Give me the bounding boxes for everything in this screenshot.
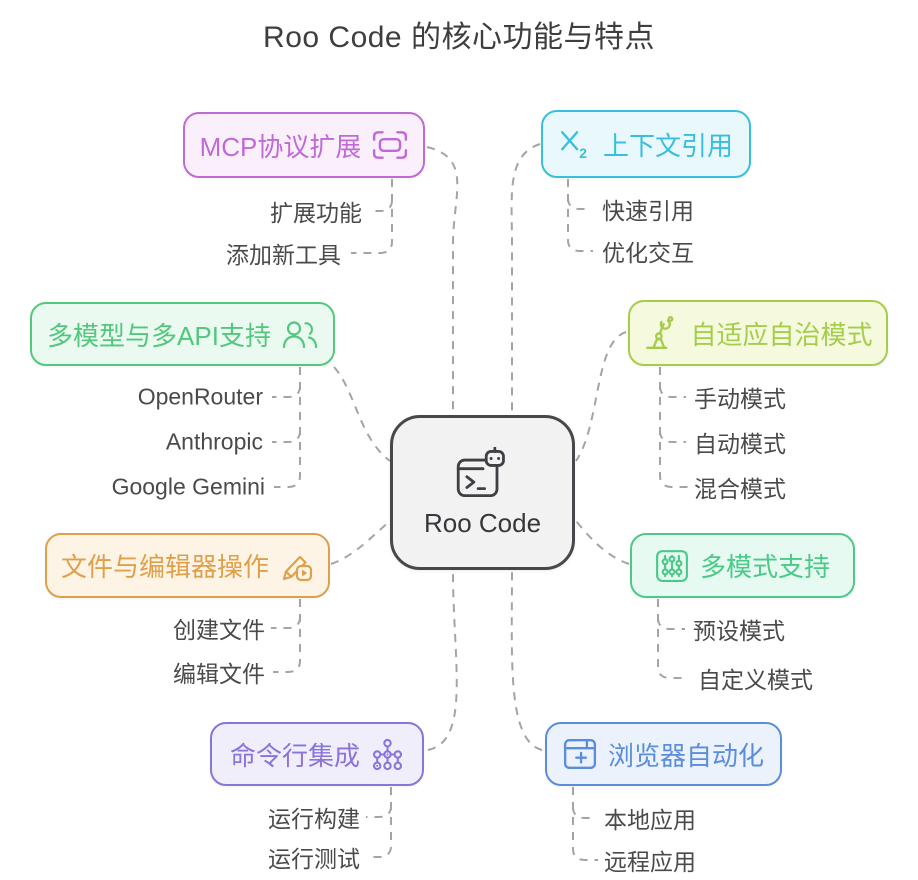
child-label: 扩展功能 xyxy=(270,200,362,226)
link-context-center xyxy=(510,143,541,413)
child-label: 添加新工具 xyxy=(226,242,341,268)
center-label: Roo Code xyxy=(423,507,542,538)
child-connector xyxy=(366,805,392,818)
child-label: 优化交互 xyxy=(602,240,694,266)
child-connector xyxy=(572,806,596,819)
edit-media-icon xyxy=(282,555,313,581)
child-label: 混合模式 xyxy=(694,476,786,502)
node-file-editor-ops: 文件与编辑器操作 xyxy=(45,533,330,598)
child-connector xyxy=(271,616,301,629)
child-label: 远程应用 xyxy=(604,849,696,875)
node-label: MCP协议扩展 xyxy=(199,131,362,162)
child-connector xyxy=(272,385,301,398)
child-label: 自定义模式 xyxy=(698,667,813,693)
link-adaptive-center xyxy=(575,331,627,462)
robot-arm-icon xyxy=(646,316,674,349)
terminal-robot-icon xyxy=(456,446,505,497)
link-files-center xyxy=(330,520,391,565)
node-context-reference: 2 上下文引用 xyxy=(541,110,751,178)
node-label: 多模式支持 xyxy=(699,552,830,582)
team-icon xyxy=(282,321,318,349)
link-browser-center xyxy=(510,571,543,751)
child-connector xyxy=(567,197,591,210)
child-connector xyxy=(274,367,301,488)
child-label: 手动模式 xyxy=(694,386,786,412)
child-label: 本地应用 xyxy=(604,807,696,833)
svg-text:2: 2 xyxy=(579,144,587,159)
node-label: 上下文引用 xyxy=(602,130,733,161)
browser-plus-icon xyxy=(563,739,597,769)
child-connector xyxy=(572,787,598,861)
node-multi-model-api: 多模型与多API支持 xyxy=(30,302,335,366)
child-connector xyxy=(272,430,301,443)
child-label: Google Gemini xyxy=(111,473,265,500)
node-mcp: MCP协议扩展 xyxy=(183,112,425,178)
child-label: 预设模式 xyxy=(693,618,785,644)
node-label: 多模型与多API支持 xyxy=(47,320,271,351)
child-connector xyxy=(657,617,685,630)
child-connector xyxy=(567,179,593,252)
node-browser-automation: 浏览器自动化 xyxy=(545,722,782,786)
node-cli-integration: 命令行集成 xyxy=(210,722,424,786)
subscript-icon: 2 xyxy=(561,130,587,160)
node-label: 文件与编辑器操作 xyxy=(60,552,269,582)
child-label: 创建文件 xyxy=(173,617,265,643)
node-multi-mode-support: 多模式支持 xyxy=(630,533,855,598)
child-label: OpenRouter xyxy=(137,383,263,410)
child-connector xyxy=(659,385,686,398)
node-roo-code-center: Roo Code xyxy=(390,415,575,570)
link-multiapi-center xyxy=(333,366,391,462)
node-label: 自适应自治模式 xyxy=(690,319,873,350)
node-adaptive-autonomy: 自适应自治模式 xyxy=(628,300,888,366)
node-label: 命令行集成 xyxy=(229,740,360,771)
child-connector xyxy=(659,367,688,488)
link-cli-center xyxy=(427,571,458,751)
child-label: 快速引用 xyxy=(602,198,694,224)
child-connector xyxy=(659,430,686,443)
child-connector xyxy=(273,599,301,673)
page-title: Roo Code 的核心功能与特点 xyxy=(263,21,655,54)
child-connector xyxy=(657,599,687,679)
link-mcp-center xyxy=(426,146,459,413)
node-label: 浏览器自动化 xyxy=(607,740,764,771)
link-multimode-center xyxy=(575,520,630,565)
child-label: 编辑文件 xyxy=(173,661,265,687)
network-icon xyxy=(372,738,403,770)
child-connector xyxy=(368,787,392,858)
child-label: 自动模式 xyxy=(694,431,786,457)
child-connector xyxy=(369,199,393,212)
child-label: 运行测试 xyxy=(268,846,360,872)
scan-icon xyxy=(373,131,408,159)
child-label: Anthropic xyxy=(165,428,263,455)
child-label: 运行构建 xyxy=(268,806,360,832)
sliders-icon xyxy=(656,549,688,582)
